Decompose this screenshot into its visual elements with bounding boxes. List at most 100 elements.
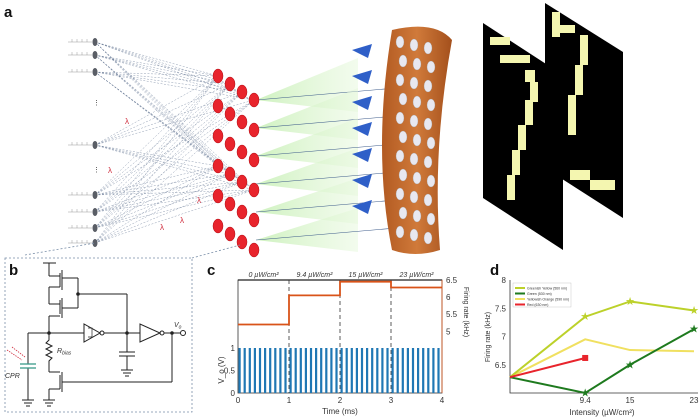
- connection-line: [94, 91, 243, 244]
- left-tick-label: 0: [231, 389, 236, 398]
- connection-line: [94, 165, 219, 244]
- spike-bar: [289, 348, 292, 393]
- y-tick-label: 6.5: [495, 361, 507, 370]
- star-marker: ★: [689, 324, 699, 336]
- connection-line: [94, 165, 219, 196]
- photoreceptor-cell: [426, 212, 436, 226]
- intensity-label: 0 µW/cm²: [248, 272, 279, 279]
- connection-line: [94, 91, 243, 196]
- blue-triangle: [352, 148, 372, 162]
- digit-pixel: [507, 175, 515, 200]
- blue-triangle-emitters: [352, 44, 372, 214]
- red-neuron: [224, 166, 236, 182]
- spike-bar: [401, 348, 404, 393]
- digit-pixel: [525, 70, 535, 82]
- x-tick-label: 3: [389, 396, 394, 405]
- series-line-1: [509, 328, 695, 395]
- panel-label-a: a: [4, 4, 13, 21]
- digit-pixel: [512, 150, 520, 175]
- spike-bar: [386, 348, 389, 393]
- photoreceptor-cell: [423, 231, 433, 245]
- red-neuron: [248, 182, 260, 198]
- photoreceptor-cell: [412, 133, 422, 147]
- spike-bar: [376, 348, 379, 393]
- star-marker: ★: [689, 305, 699, 317]
- digit-pixel: [490, 37, 510, 45]
- lambda-symbol: λ: [160, 223, 164, 232]
- red-neuron: [224, 136, 236, 152]
- spike-bar: [355, 348, 358, 393]
- y-tick-label: 8: [502, 276, 507, 285]
- spike-bar: [437, 348, 440, 393]
- photoreceptor-cell: [398, 168, 408, 182]
- photoreceptor-cell: [395, 187, 405, 201]
- photoreceptor-cell: [409, 190, 419, 204]
- spike-bar: [269, 348, 272, 393]
- connection-line: [94, 71, 243, 183]
- spike-bar: [294, 348, 297, 393]
- red-neuron: [248, 92, 260, 108]
- photoreceptor-cell: [409, 114, 419, 128]
- x-tick-label: 1: [287, 396, 292, 405]
- spike-bar: [427, 348, 430, 393]
- red-neuron: [236, 174, 248, 190]
- photoreceptor-cell: [409, 152, 419, 166]
- intensity-label: 15 µW/cm²: [349, 272, 384, 279]
- digit-pixel: [518, 125, 526, 150]
- connection-line: [94, 99, 255, 244]
- spike-bar: [284, 348, 287, 393]
- circuit-panel: b: [4, 244, 241, 413]
- red-neuron: [212, 68, 224, 84]
- spike-bar: [330, 348, 333, 393]
- connection-line: [94, 83, 231, 146]
- connection-line: [94, 41, 219, 77]
- connection-line: [94, 83, 231, 244]
- connection-line: [94, 189, 255, 229]
- blue-triangle: [352, 96, 372, 110]
- connection-line: [94, 41, 231, 85]
- blue-triangle: [352, 200, 372, 214]
- y-tick-label: 7.5: [495, 304, 507, 313]
- input-neuron: [92, 51, 98, 59]
- blue-triangle: [352, 44, 372, 58]
- spike-bar: [299, 348, 302, 393]
- left-tick-label: 1: [231, 344, 236, 353]
- photoreceptor-cell: [409, 76, 419, 90]
- legend-label: Green (530 nm): [527, 292, 552, 296]
- red-neuron: [224, 226, 236, 242]
- photoreceptor-cell: [409, 38, 419, 52]
- spike-bar: [238, 348, 241, 393]
- y-axis-label: Firing rate (kHz): [485, 312, 492, 362]
- star-marker: ★: [625, 359, 635, 371]
- spike-bar: [340, 348, 343, 393]
- red-neuron: [212, 188, 224, 204]
- light-fans: [255, 58, 421, 252]
- cpr-label: CPR: [5, 373, 20, 380]
- x-axis-label: Intensity (µW/cm²): [569, 408, 634, 417]
- connection-line: [94, 99, 255, 229]
- digit-pixel: [570, 170, 590, 180]
- connection-line: [94, 181, 243, 229]
- spike-bar: [248, 348, 251, 393]
- spike-bar: [432, 348, 435, 393]
- photoreceptor-cell: [412, 171, 422, 185]
- light-fan: [256, 148, 358, 196]
- input-neuron: [92, 68, 98, 76]
- digit-2-image: [545, 3, 623, 218]
- spike-bar: [422, 348, 425, 393]
- spike-bar: [335, 348, 338, 393]
- digit-pixel: [530, 82, 538, 102]
- legend-label: Greenish Yellow (560 nm): [527, 286, 567, 290]
- photoreceptor-cell: [426, 60, 436, 74]
- legend-label: Yellowish Orange (590 nm): [527, 297, 569, 301]
- left-tick-label: 0.5: [224, 367, 236, 376]
- series-line-0: [509, 300, 695, 378]
- light-fan: [256, 88, 358, 140]
- lambda-symbol: λ: [180, 216, 184, 225]
- right-tick-label: 5.5: [446, 310, 458, 319]
- connection-line: [94, 41, 255, 191]
- red-neuron: [236, 234, 248, 250]
- red-neuron: [248, 242, 260, 258]
